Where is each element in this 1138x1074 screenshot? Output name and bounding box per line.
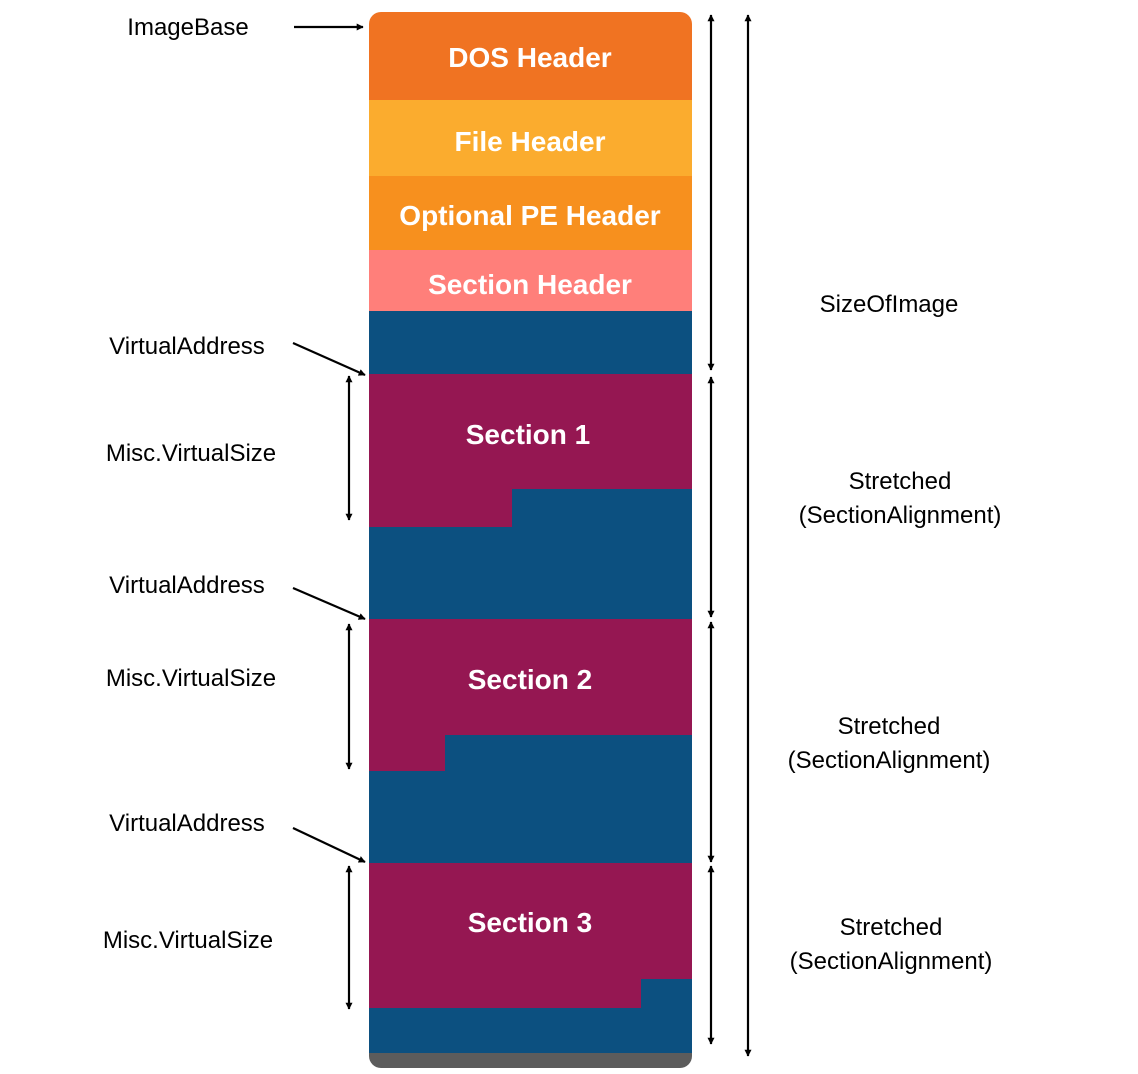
image-base-label: ImageBase bbox=[127, 14, 248, 41]
misc-virtual-size-label-2: Misc.VirtualSize bbox=[106, 665, 276, 692]
misc-virtual-size-label-3: Misc.VirtualSize bbox=[103, 927, 273, 954]
section-1-block bbox=[369, 374, 692, 527]
optional-pe-header-block bbox=[369, 176, 692, 251]
stretched-label-2: Stretched bbox=[838, 713, 941, 740]
size-of-image-label: SizeOfImage bbox=[820, 291, 959, 318]
dos-header-label: DOS Header bbox=[448, 42, 611, 73]
file-header-label: File Header bbox=[455, 126, 606, 157]
optional-pe-header-label: Optional PE Header bbox=[399, 200, 660, 231]
dos-header-block bbox=[369, 12, 692, 101]
section-3-block bbox=[369, 863, 692, 1008]
section-header-label: Section Header bbox=[428, 269, 632, 300]
section-header-block bbox=[369, 250, 692, 312]
virtual-address-label-1: VirtualAddress bbox=[109, 333, 265, 360]
section-alignment-label-1: (SectionAlignment) bbox=[799, 502, 1002, 529]
virtual-address-label-2: VirtualAddress bbox=[109, 572, 265, 599]
stretched-label-1: Stretched bbox=[849, 468, 952, 495]
virtual-address-arrow-1 bbox=[292, 341, 366, 377]
section-2-block bbox=[369, 619, 692, 771]
section-alignment-label-3: (SectionAlignment) bbox=[790, 948, 993, 975]
file-header-block bbox=[369, 100, 692, 177]
virtual-address-arrow-3 bbox=[292, 827, 366, 863]
virtual-address-arrow-2 bbox=[292, 586, 366, 621]
section-1-label: Section 1 bbox=[466, 419, 590, 450]
section-3-label: Section 3 bbox=[468, 907, 592, 938]
section-2-label: Section 2 bbox=[468, 664, 592, 695]
virtual-address-label-3: VirtualAddress bbox=[109, 810, 265, 837]
section-alignment-label-2: (SectionAlignment) bbox=[788, 747, 991, 774]
misc-virtual-size-label-1: Misc.VirtualSize bbox=[106, 440, 276, 467]
stretched-label-3: Stretched bbox=[840, 914, 943, 941]
memory-column bbox=[369, 12, 692, 1068]
